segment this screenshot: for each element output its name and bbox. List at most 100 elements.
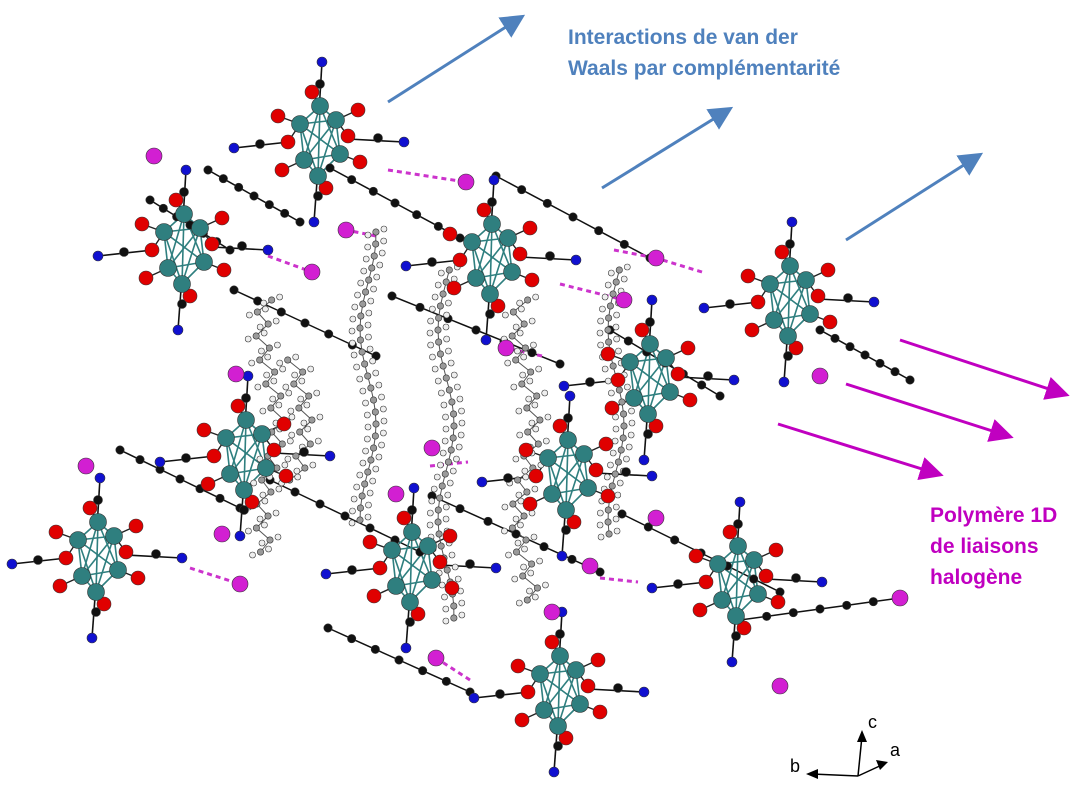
metal-atom [311,97,329,115]
nitrogen-atom [638,686,650,698]
hydrogen-atom [372,465,380,473]
metal-atom [543,485,561,503]
carbon-atom [620,422,628,430]
metal-atom [221,465,239,483]
hydrogen-atom [522,473,529,481]
hydrogen-atom [517,521,524,529]
metal-atom [327,111,345,129]
oxygen-atom [442,226,458,242]
hydrogen-atom [530,533,538,541]
oxygen-atom [744,322,760,338]
nitrogen-atom [308,216,320,228]
carbon-atom [234,182,244,192]
halogen-polymer-label: Polymère 1D de liaisons halogène [930,500,1080,593]
metal-atom [155,223,173,241]
hydrogen-atom [375,453,383,461]
oxygen-atom [182,288,198,304]
carbon-atom [280,208,290,218]
carbon-atom [356,336,364,344]
polymer-arrow-3 [777,422,944,481]
hydrogen-atom [516,329,524,337]
carbon-atom [241,393,251,403]
hydrogen-atom [596,329,604,337]
hydrogen-atom [313,389,321,397]
nitrogen-atom [698,302,710,314]
hydrogen-atom [532,425,540,433]
vdw-arrow-1 [387,14,526,104]
oxygen-atom [130,570,146,586]
oxygen-atom [304,84,320,100]
carbon-atom [520,512,528,520]
hydrogen-atom [514,347,521,355]
metal-atom [73,567,91,585]
aryl-bond [475,329,505,343]
aryl-bond [459,507,489,523]
metal-atom [173,275,191,293]
hydrogen-atom [276,359,284,367]
metal-atom [383,541,401,559]
hydrogen-atom [454,575,462,583]
hydrogen-atom [520,563,527,571]
aryl-bond [487,520,517,535]
metal-atom [195,253,213,271]
hydrogen-atom [501,503,509,511]
nitrogen-atom [262,244,274,256]
hydrogen-atom [604,281,612,289]
hydrogen-atom [275,485,283,493]
carbon-atom [445,266,453,274]
carbon-atom [229,285,239,295]
oxygen-atom [770,594,786,610]
carbon-atom [324,329,334,339]
carbon-atom [536,416,544,424]
carbon-atom [645,317,655,327]
nitrogen-atom [172,324,184,336]
oxygen-atom [590,652,606,668]
hydrogen-atom [455,443,463,451]
metal-atom [159,259,177,277]
metal-metal-bond [721,545,739,601]
carbon-atom [181,453,191,463]
carbon-atom [158,203,168,213]
hydrogen-atom [350,351,358,359]
hydrogen-atom [544,413,552,421]
hydrogen-atom [261,521,268,529]
carbon-atom [368,264,376,272]
hydrogen-atom [511,575,519,583]
carbon-atom [617,446,625,454]
hydrogen-atom [612,515,620,523]
oxygen-atom [768,542,784,558]
metal-atom [257,459,275,477]
aryl-bond [515,533,545,548]
carbon-atom [253,308,261,316]
carbon-atom [517,185,527,195]
hydrogen-atom [364,231,372,239]
hydrogen-atom [446,479,454,487]
crystal-axes-triad: c a b [790,712,901,779]
carbon-atom [523,404,531,412]
hydrogen-atom [442,425,450,433]
carbon-atom [239,505,249,515]
carbon-atom [151,549,161,559]
nitrogen-atom [316,56,328,68]
metal-metal-bond [77,539,97,593]
metal-atom [575,445,593,463]
polymer-arrow-1 [899,338,1070,400]
nitrogen-atom [726,656,738,668]
hydrogen-atom [428,497,436,505]
carbon-atom [308,416,316,424]
carbon-atom [511,529,521,539]
nitrogen-atom [86,632,98,644]
iodine-atom [811,367,829,385]
iodine-atom [387,485,405,503]
aryl-bond [391,295,421,309]
hydrogen-atom [380,429,387,437]
carbon-atom [613,683,623,693]
carbon-atom [608,482,616,490]
carbon-atom [875,358,885,368]
hydrogen-atom [518,305,525,313]
metal-metal-bond [557,655,561,727]
metal-metal-bond [475,223,493,279]
hydrogen-atom [348,327,356,335]
hydrogen-atom [603,473,611,481]
